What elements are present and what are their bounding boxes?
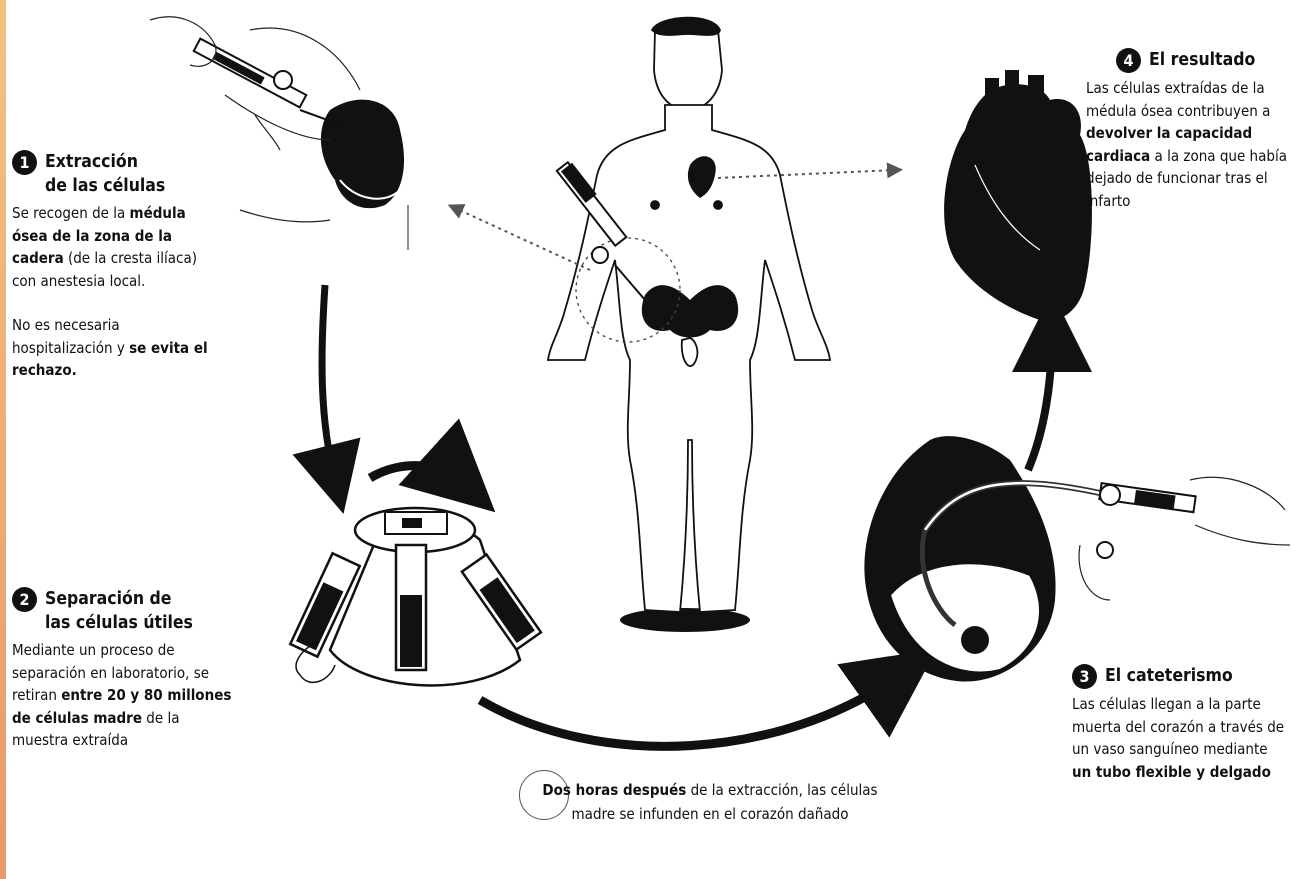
body-text: Las células llegan a la parte muerta del…: [1072, 695, 1284, 758]
step-1-header: 1 Extracción de las células: [12, 150, 212, 198]
body-text: No es necesaria hospitalización y: [12, 316, 129, 357]
flow-arrow-1-2: [322, 285, 335, 480]
step-3-text: Las células llegan a la parte muerta del…: [1072, 693, 1290, 783]
step-4: 4 El resultado Las células extraídas de …: [1086, 48, 1294, 234]
step-1-title-line-2: de las células: [45, 174, 165, 198]
flow-arrow-2-3: [480, 675, 900, 746]
step-2: 2 Separación de las células útiles Media…: [12, 587, 232, 774]
step-1-number: 1: [12, 150, 37, 175]
catheter-heart-illustration: [864, 436, 1290, 681]
heart-result-illustration: [944, 70, 1092, 321]
step-2-header: 2 Separación de las células útiles: [12, 587, 232, 635]
step-3-number: 3: [1072, 664, 1097, 689]
step-2-title-line-2: las células útiles: [45, 611, 193, 635]
step-4-title: El resultado: [1149, 48, 1255, 72]
flow-arrow-3-4: [1028, 332, 1052, 470]
step-1: 1 Extracción de las células Se recogen d…: [12, 150, 212, 404]
emphasis-text: un tubo flexible y delgado: [1072, 763, 1271, 781]
step-4-number: 4: [1116, 48, 1141, 73]
dotted-arrow-to-hip: [455, 208, 590, 270]
human-figure: [548, 18, 830, 632]
step-3-title: El cateterismo: [1105, 664, 1233, 688]
paragraph: Las células llegan a la parte muerta del…: [1072, 693, 1290, 783]
step-1-title-line-1: Extracción: [45, 150, 165, 174]
paragraph: No es necesaria hospitalización y se evi…: [12, 314, 212, 382]
step-1-text: Se recogen de la médula ósea de la zona …: [12, 202, 212, 382]
step-3-header: 3 El cateterismo: [1072, 664, 1290, 689]
step-2-text: Mediante un proceso de separación en lab…: [12, 639, 232, 752]
bottom-note: Dos horas después de la extracción, las …: [520, 778, 900, 826]
paragraph: Mediante un proceso de separación en lab…: [12, 639, 232, 752]
centrifuge-illustration: [290, 466, 541, 686]
emphasis-text: Dos horas después: [542, 781, 686, 799]
body-text: Las células extraídas de la médula ósea …: [1086, 79, 1270, 120]
step-4-text: Las células extraídas de la médula ósea …: [1086, 77, 1294, 212]
paragraph: Se recogen de la médula ósea de la zona …: [12, 202, 212, 292]
paragraph: Las células extraídas de la médula ósea …: [1086, 77, 1294, 212]
step-2-number: 2: [12, 587, 37, 612]
body-text: Se recogen de la: [12, 204, 130, 222]
step-2-title-line-1: Separación de: [45, 587, 193, 611]
step-3: 3 El cateterismo Las células llegan a la…: [1072, 664, 1290, 805]
step-4-header: 4 El resultado: [1116, 48, 1294, 73]
